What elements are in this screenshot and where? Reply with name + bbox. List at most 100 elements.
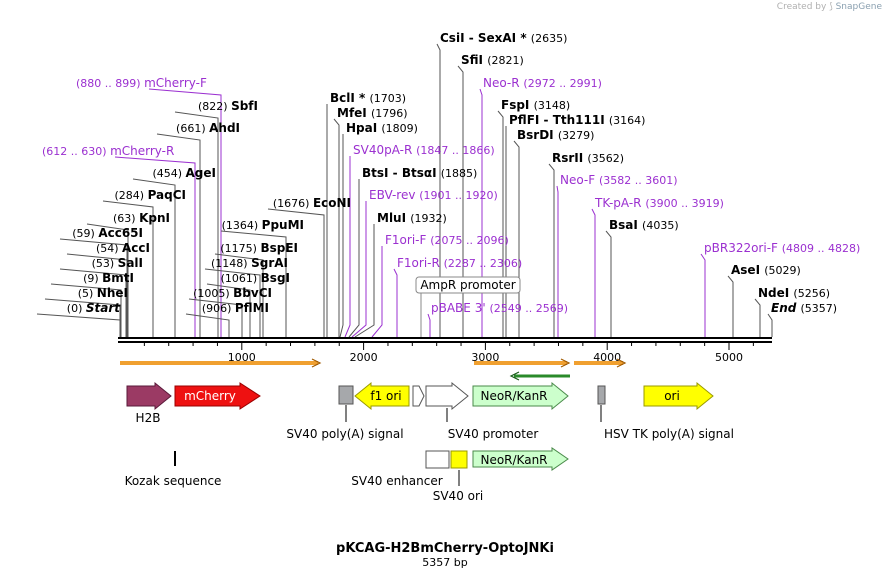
enzyme-site-bcli-[interactable]: BclI * (1703) [330,91,406,105]
enzyme-site-bsai[interactable]: BsaI (4035) [609,218,679,232]
enzyme-site-acc65i[interactable]: (59) Acc65I [72,226,143,240]
site-leader-line [333,118,340,337]
site-leader-line [220,230,287,337]
enzyme-site-paqci[interactable]: (284) PaqCI [114,188,186,202]
site-leader-line [339,134,344,338]
enzyme-site-bsrdi[interactable]: BsrDI (3279) [517,128,594,142]
site-position: (612 .. 630) [42,145,110,158]
site-leader-line [148,88,222,337]
enzyme-site-ahdi[interactable]: (661) AhdI [176,121,240,135]
site-leader-line [267,208,325,337]
feature-h2b[interactable]: H2B [126,381,172,425]
site-position: (2549 .. 2569) [489,302,568,315]
enzyme-site-pflmi[interactable]: (906) PflMI [202,301,269,315]
site-position: (53) [92,257,118,270]
sv40-ori-caption: SV40 ori [433,489,484,503]
primer-site-pbr322ori-f[interactable]: pBR322ori-F (4809 .. 4828) [704,241,860,255]
enzyme-site-pflfi-tth111i[interactable]: PflFI - Tth111I (3164) [509,113,645,127]
primer-site-mcherry-f[interactable]: (880 .. 899) mCherry-F [76,76,207,90]
f1-ori-label: f1 ori [370,389,401,403]
site-name: BsgI [261,271,290,285]
svg-text:(0) Start: (0) Start [67,301,121,315]
enzyme-site-sbfi[interactable]: (822) SbfI [198,99,258,113]
enzyme-site-acci[interactable]: (54) AccI [96,241,150,255]
feature-sv40-ori[interactable]: SV40 ori [433,450,484,503]
enzyme-site-btsi-bts-i[interactable]: BtsI - BtsαI (1885) [362,166,477,180]
site-name: BbvCI [233,286,272,300]
primer-site-ebv-rev[interactable]: EBV-rev (1901 .. 1920) [369,188,498,202]
sv40-polya-caption: SV40 poly(A) signal [286,427,403,441]
site-position: (661) [176,122,209,135]
enzyme-site-csii-sexai-[interactable]: CsiI - SexAI * (2635) [440,31,567,45]
plasmid-title: pKCAG-H2BmCherry-OptoJNKi [336,541,554,556]
feature-hsv-tk-polya[interactable]: HSV TK poly(A) signal [597,385,734,441]
enzyme-site-ndei[interactable]: NdeI (5256) [758,286,830,300]
primer-site-f1ori-f[interactable]: F1ori-F (2075 .. 2096) [385,233,509,247]
feature-sv40-enhancer[interactable]: SV40 enhancer [351,450,450,488]
site-leader-line [548,163,555,337]
enzyme-site-ppumi[interactable]: (1364) PpuMI [222,218,304,232]
site-position: (5256) [793,287,830,300]
enzyme-site-nhei[interactable]: (5) NheI [78,286,128,300]
site-leader-line [156,133,201,337]
features: H2B mCherry SV40 poly(A) signal f1 ori S… [125,381,734,503]
primer-site-mcherry-r[interactable]: (612 .. 630) mCherry-R [42,144,174,158]
enzyme-site-bbvci[interactable]: (1005) BbvCI [193,286,272,300]
enzyme-site-kpni[interactable]: (63) KpnI [113,211,170,225]
site-name: TK-pA-R [594,196,645,210]
site-labels: (0) Start(5) NheI(9) BmtI(53) SalI(54) A… [42,31,860,315]
site-position: (4809 .. 4828) [782,242,861,255]
feature-ori[interactable]: ori [643,381,714,411]
sv40-enhancer-caption: SV40 enhancer [351,474,442,488]
site-position: (5357) [801,302,838,315]
enzyme-site-rsrii[interactable]: RsrII (3562) [552,151,624,165]
orf-bars [120,358,627,381]
primer-site-neo-f[interactable]: Neo-F (3582 .. 3601) [560,173,678,187]
site-position: (1061) [221,272,261,285]
feature-mcherry[interactable]: mCherry [174,382,261,410]
enzyme-site-bspei[interactable]: (1175) BspEI [220,241,298,255]
feature-sv40-promoter[interactable]: SV40 promoter [425,381,538,441]
site-position: (1901 .. 1920) [419,189,498,202]
enzyme-site-start[interactable]: (0) Start [67,301,121,315]
feature-neor-kanr[interactable]: NeoR/KanR [472,381,569,411]
enzyme-site-agei[interactable]: (454) AgeI [152,166,216,180]
primer-site-f1ori-r[interactable]: F1ori-R (2287 .. 2306) [397,256,522,270]
primer-site-pbabe-3-[interactable]: pBABE 3' (2549 .. 2569) [431,301,568,315]
primer-site-tk-pa-r[interactable]: TK-pA-R (3900 .. 3919) [594,196,724,210]
enzyme-site-bmti[interactable]: (9) BmtI [83,271,134,285]
svg-text:AseI (5029): AseI (5029) [731,263,801,277]
primer-site-neo-r[interactable]: Neo-R (2972 .. 2991) [483,76,602,90]
site-position: (9) [83,272,102,285]
svg-text:F1ori-R (2287 .. 2306): F1ori-R (2287 .. 2306) [397,256,522,270]
orf-bar-1-arrow-icon [311,358,322,368]
svg-text:FspI (3148): FspI (3148) [501,98,570,112]
enzyme-site-econi[interactable]: (1676) EcoNI [273,196,351,210]
enzyme-site-ampr-promoter[interactable]: AmpR promoter [415,276,521,294]
site-leader-line [102,200,154,337]
feature-ampr-promoter[interactable] [412,385,425,407]
feature-sv40-polya[interactable]: SV40 poly(A) signal [286,385,404,441]
site-name: Neo-F [560,173,599,187]
svg-text:pBR322ori-F (4809 .. 4828): pBR322ori-F (4809 .. 4828) [704,241,860,255]
enzyme-site-hpai[interactable]: HpaI (1809) [346,121,418,135]
feature-neor-kanr-2[interactable]: NeoR/KanR [472,447,569,471]
primer-site-sv40pa-r[interactable]: SV40pA-R (1847 .. 1866) [353,143,495,157]
feature-f1-ori[interactable]: f1 ori [354,381,410,411]
enzyme-site-fspi[interactable]: FspI (3148) [501,98,570,112]
site-position: (4035) [642,219,679,232]
svg-text:TK-pA-R (3900 .. 3919): TK-pA-R (3900 .. 3919) [594,196,724,210]
feature-kozak[interactable]: Kozak sequence [125,451,222,488]
svg-text:PflFI - Tth111I (3164): PflFI - Tth111I (3164) [509,113,645,127]
enzyme-site-sali[interactable]: (53) SalI [92,256,143,270]
enzyme-site-bsgi[interactable]: (1061) BsgI [221,271,290,285]
site-leader-line [457,65,464,337]
enzyme-site-end[interactable]: End (5357) [771,301,837,315]
enzyme-site-sgrai[interactable]: (1148) SgrAI [211,256,288,270]
enzyme-site-sfii[interactable]: SfiI (2821) [461,53,524,67]
enzyme-site-asei[interactable]: AseI (5029) [731,263,801,277]
site-position: (1703) [369,92,406,105]
enzyme-site-mlui[interactable]: MluI (1932) [377,211,447,225]
enzyme-site-mfei[interactable]: MfeI (1796) [337,106,408,120]
site-name: Acc65I [98,226,143,240]
